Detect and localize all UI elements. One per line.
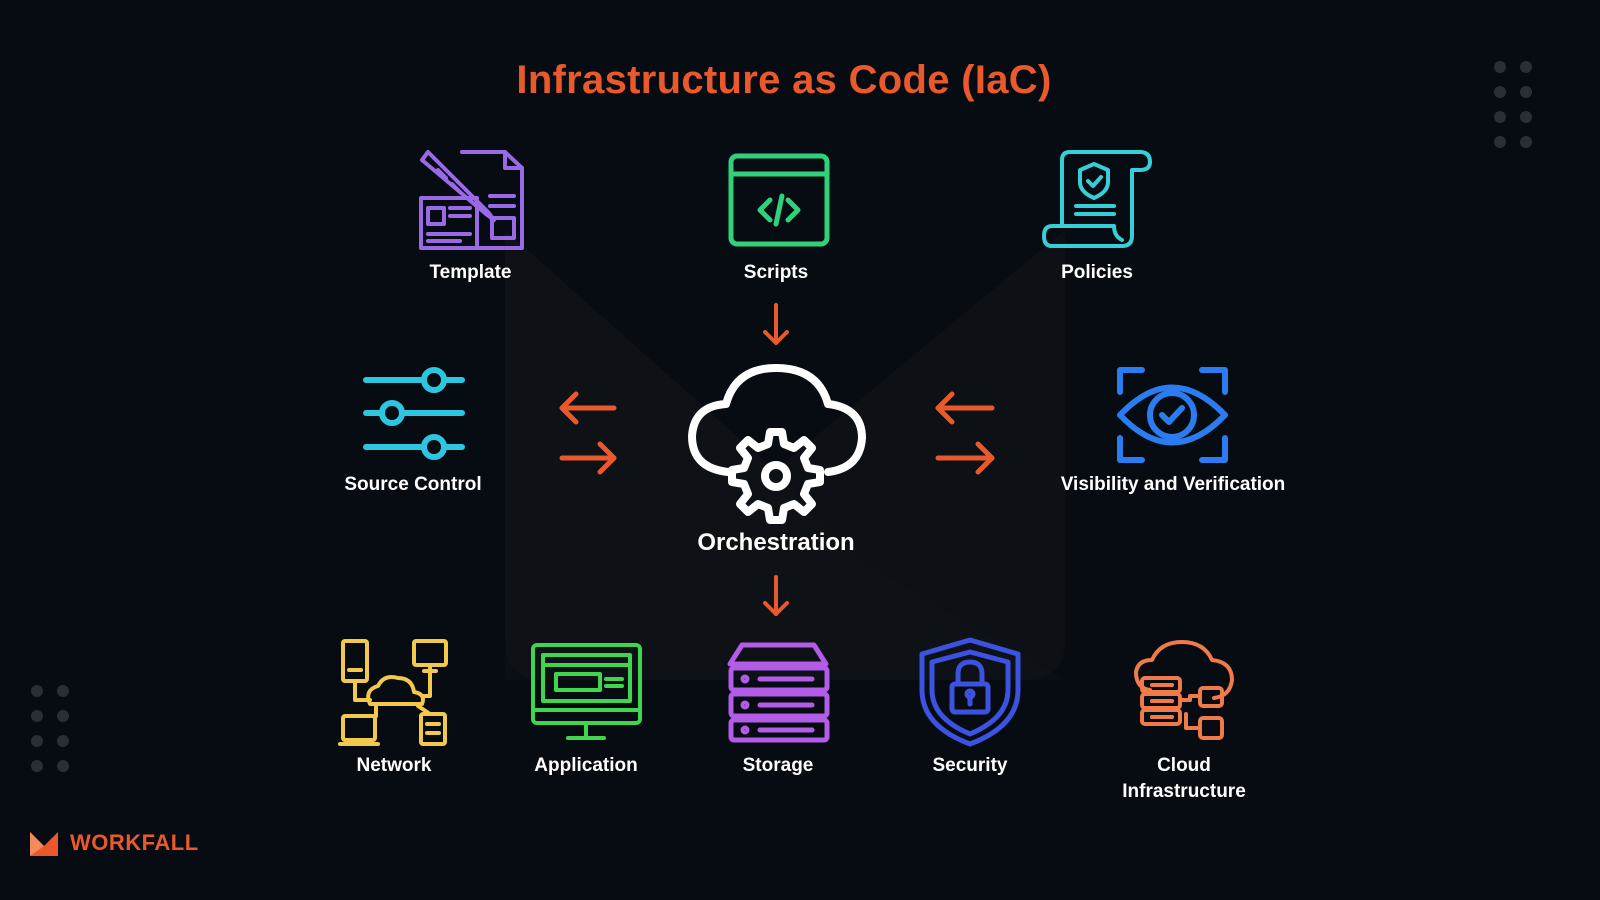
monitor-icon [531,643,642,740]
source-control-label: Source Control [344,474,482,495]
cloud-infrastructure-label: Cloud Infrastructure [1122,755,1246,802]
arrow-scripts-to-orchestration [763,303,789,345]
server-stack-icon [727,642,830,743]
cloud-gear-icon [688,364,866,524]
policy-scroll-icon [1042,150,1152,248]
storage-label: Storage [742,755,814,776]
network-label: Network [356,755,432,776]
arrow-orchestration-to-storage [763,575,789,616]
page-title: Infrastructure as Code (IaC) [516,58,1052,102]
brand-name: WORKFALL [70,830,199,855]
policies-label: Policies [1061,262,1133,283]
template-label: Template [429,262,512,283]
workfall-logo-mark [30,832,58,856]
security-label: Security [932,755,1008,776]
sliders-icon [363,367,465,460]
network-icon [338,639,448,746]
eye-check-icon [1117,367,1228,463]
template-icon [419,150,524,250]
background-mark [505,230,1065,680]
cloud-database-icon [1134,640,1234,740]
shield-lock-icon [919,637,1021,747]
arrows-left-exchange [559,391,617,475]
scripts-label: Scripts [743,262,809,283]
application-label: Application [534,755,638,776]
decorative-dots-bottom-left [31,685,77,775]
orchestration-label: Orchestration [697,529,855,556]
arrows-right-exchange [935,391,995,475]
brand: WORKFALL [30,828,199,858]
decorative-dots-top-right [1494,61,1540,151]
visibility-label: Visibility and Verification [1060,474,1286,495]
code-window-icon [728,153,830,247]
